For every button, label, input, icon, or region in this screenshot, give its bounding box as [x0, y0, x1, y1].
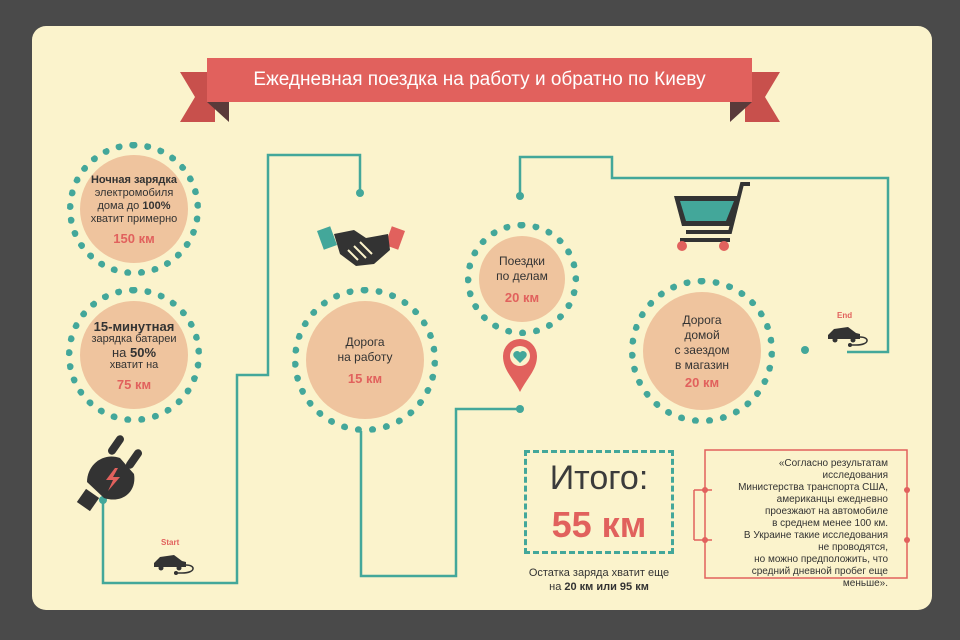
- remaining-charge: Остатка заряда хватит еще на 20 км или 9…: [528, 567, 670, 593]
- to-work-circle: Дорога на работу 15 км: [292, 287, 438, 433]
- home-circle: Дорога домой с заездом в магазин 20 км: [629, 278, 775, 424]
- handshake-icon: [317, 226, 405, 266]
- start-label: Start: [161, 538, 180, 547]
- total-value: 55 км: [551, 504, 647, 545]
- location-heart-icon: [503, 339, 537, 392]
- title-banner: Ежедневная поездка на работу и обратно п…: [207, 58, 752, 102]
- errands-circle: Поездки по делам 20 км: [465, 222, 579, 336]
- page-title: Ежедневная поездка на работу и обратно п…: [253, 69, 706, 90]
- night-charge-circle: Ночная зарядка электромобиля дома до 100…: [67, 142, 201, 276]
- quick-charge-circle: 15-минутная зарядка батареи на 50% хвати…: [66, 287, 202, 423]
- total-label: Итого:: [549, 459, 649, 497]
- car-icon: [828, 327, 868, 347]
- plug-icon: [76, 435, 143, 512]
- quote-text: «Согласно результатам исследования Минис…: [738, 458, 888, 589]
- car-icon: [154, 555, 194, 575]
- total-box: Итого: 55 км: [524, 450, 674, 554]
- end-label: End: [837, 311, 853, 320]
- shopping-cart-icon: [674, 182, 750, 251]
